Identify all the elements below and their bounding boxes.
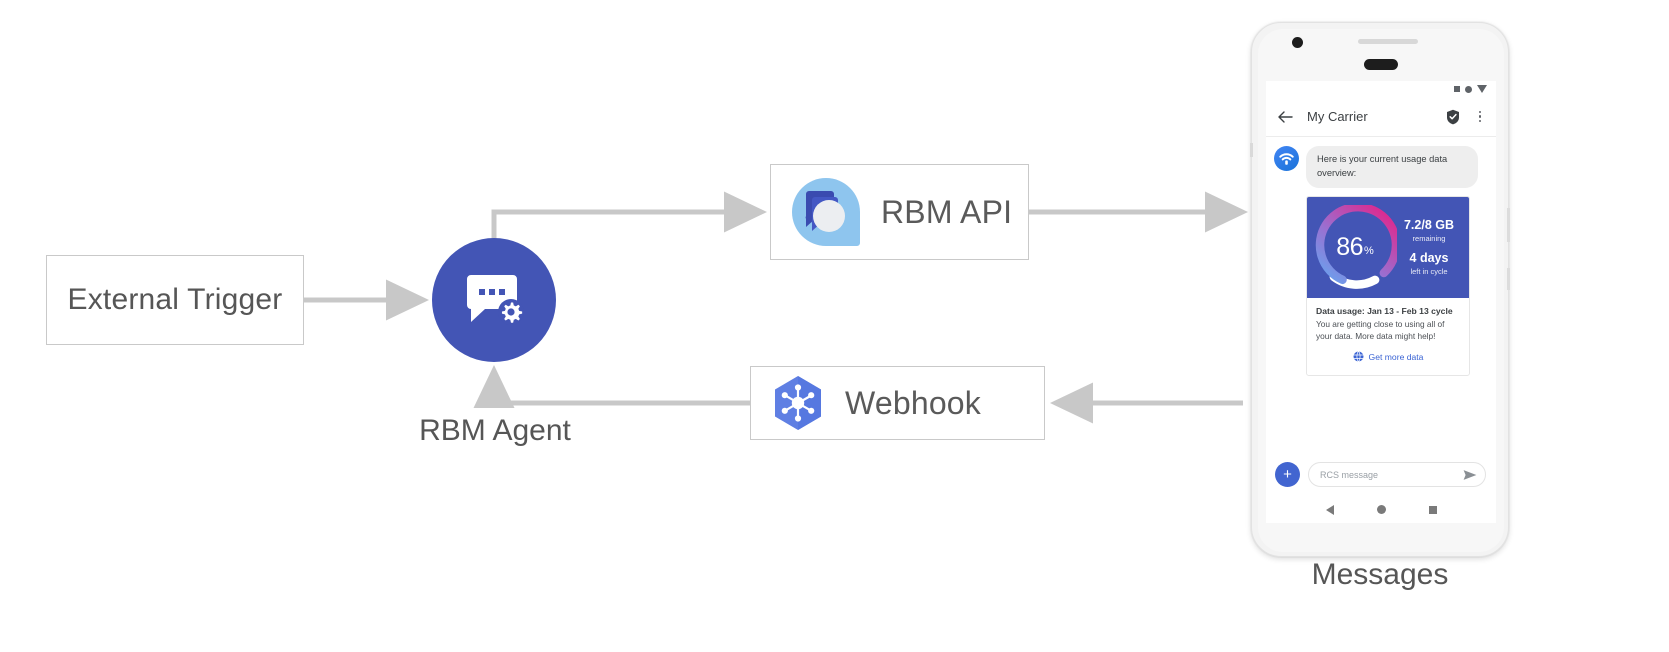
nav-recents-icon[interactable] xyxy=(1428,505,1437,514)
shield-check-icon[interactable] xyxy=(1446,109,1460,125)
globe-icon xyxy=(1353,351,1364,363)
rbm-agent-node[interactable] xyxy=(432,238,556,362)
incoming-message-row: Here is your current usage data overview… xyxy=(1274,146,1488,188)
phone-side-button-left xyxy=(1250,143,1253,157)
phone-volume-button[interactable] xyxy=(1507,268,1510,290)
circle-icon xyxy=(1465,85,1472,93)
external-trigger-label: External Trigger xyxy=(67,283,283,316)
message-composer: + RCS message xyxy=(1266,454,1496,496)
external-trigger-node[interactable]: External Trigger xyxy=(46,255,304,345)
phone-caption-label: Messages xyxy=(1311,558,1449,591)
card-title: Data usage: Jan 13 - Feb 13 cycle xyxy=(1316,305,1453,316)
connector-agent-to-api xyxy=(491,191,768,240)
status-bar xyxy=(1266,81,1496,97)
earpiece-speaker xyxy=(1364,59,1398,70)
gauge-value-group: 86 % xyxy=(1313,205,1397,289)
gauge-percent-value: 86 xyxy=(1336,232,1364,261)
rcs-message-placeholder: RCS message xyxy=(1320,469,1379,480)
phone-top-sensor-bar xyxy=(1358,39,1418,44)
stat-data-label: remaining xyxy=(1412,233,1446,243)
app-bar-title: My Carrier xyxy=(1307,109,1368,124)
stat-data-value: 7.2/8 GB xyxy=(1403,218,1455,233)
android-nav-bar xyxy=(1266,496,1496,523)
get-more-data-label: Get more data xyxy=(1368,351,1424,362)
rbm-api-node[interactable]: RBM API xyxy=(770,164,1029,260)
rbm-agent-label: RBM Agent xyxy=(419,414,571,447)
nav-back-icon[interactable] xyxy=(1325,504,1334,515)
chat-gear-icon xyxy=(467,275,524,325)
data-usage-gauge: 86 % xyxy=(1313,203,1401,290)
overflow-menu-icon[interactable] xyxy=(1473,109,1487,125)
add-attachment-button[interactable]: + xyxy=(1275,462,1300,487)
square-icon xyxy=(1454,86,1460,92)
rich-card[interactable]: 86 % 7.2/8 GB remaining 4 days lef xyxy=(1306,195,1470,377)
rcs-message-input[interactable]: RCS message xyxy=(1308,462,1486,487)
back-arrow-icon[interactable] xyxy=(1277,109,1293,125)
get-more-data-button[interactable]: Get more data xyxy=(1316,342,1460,369)
phone-screen: My Carrier xyxy=(1266,81,1496,523)
card-hero: 86 % 7.2/8 GB remaining 4 days lef xyxy=(1307,196,1469,298)
phone-power-button[interactable] xyxy=(1507,208,1510,242)
stat-days-left: 4 days left in cycle xyxy=(1399,250,1459,276)
message-bubble: Here is your current usage data overview… xyxy=(1306,146,1478,188)
stat-data-remaining: 7.2/8 GB remaining xyxy=(1399,218,1459,243)
card-description: You are getting close to using all of yo… xyxy=(1316,318,1445,341)
send-icon[interactable] xyxy=(1463,469,1477,481)
gauge-percent-symbol: % xyxy=(1364,245,1374,258)
webhook-label: Webhook xyxy=(845,384,982,421)
wifi-signal-avatar-icon xyxy=(1274,146,1299,171)
rbm-droplet-icon xyxy=(792,178,860,246)
connector-webhook-to-agent xyxy=(473,364,750,408)
nav-home-icon[interactable] xyxy=(1376,505,1386,514)
hero-stats: 7.2/8 GB remaining 4 days left in cycle xyxy=(1399,218,1459,276)
conversation-area: Here is your current usage data overview… xyxy=(1266,137,1496,496)
signal-triangle-icon xyxy=(1477,85,1487,93)
stat-days-value: 4 days xyxy=(1409,250,1449,265)
front-camera-icon xyxy=(1292,37,1303,48)
card-body: Data usage: Jan 13 - Feb 13 cycle You ar… xyxy=(1307,298,1469,376)
webhook-node[interactable]: Webhook xyxy=(750,366,1045,440)
app-bar: My Carrier xyxy=(1266,97,1496,137)
stat-days-label: left in cycle xyxy=(1410,266,1448,276)
phone-device: My Carrier xyxy=(1250,22,1510,557)
cloud-functions-hexagon-icon xyxy=(775,376,821,430)
rbm-api-label: RBM API xyxy=(881,193,1013,230)
